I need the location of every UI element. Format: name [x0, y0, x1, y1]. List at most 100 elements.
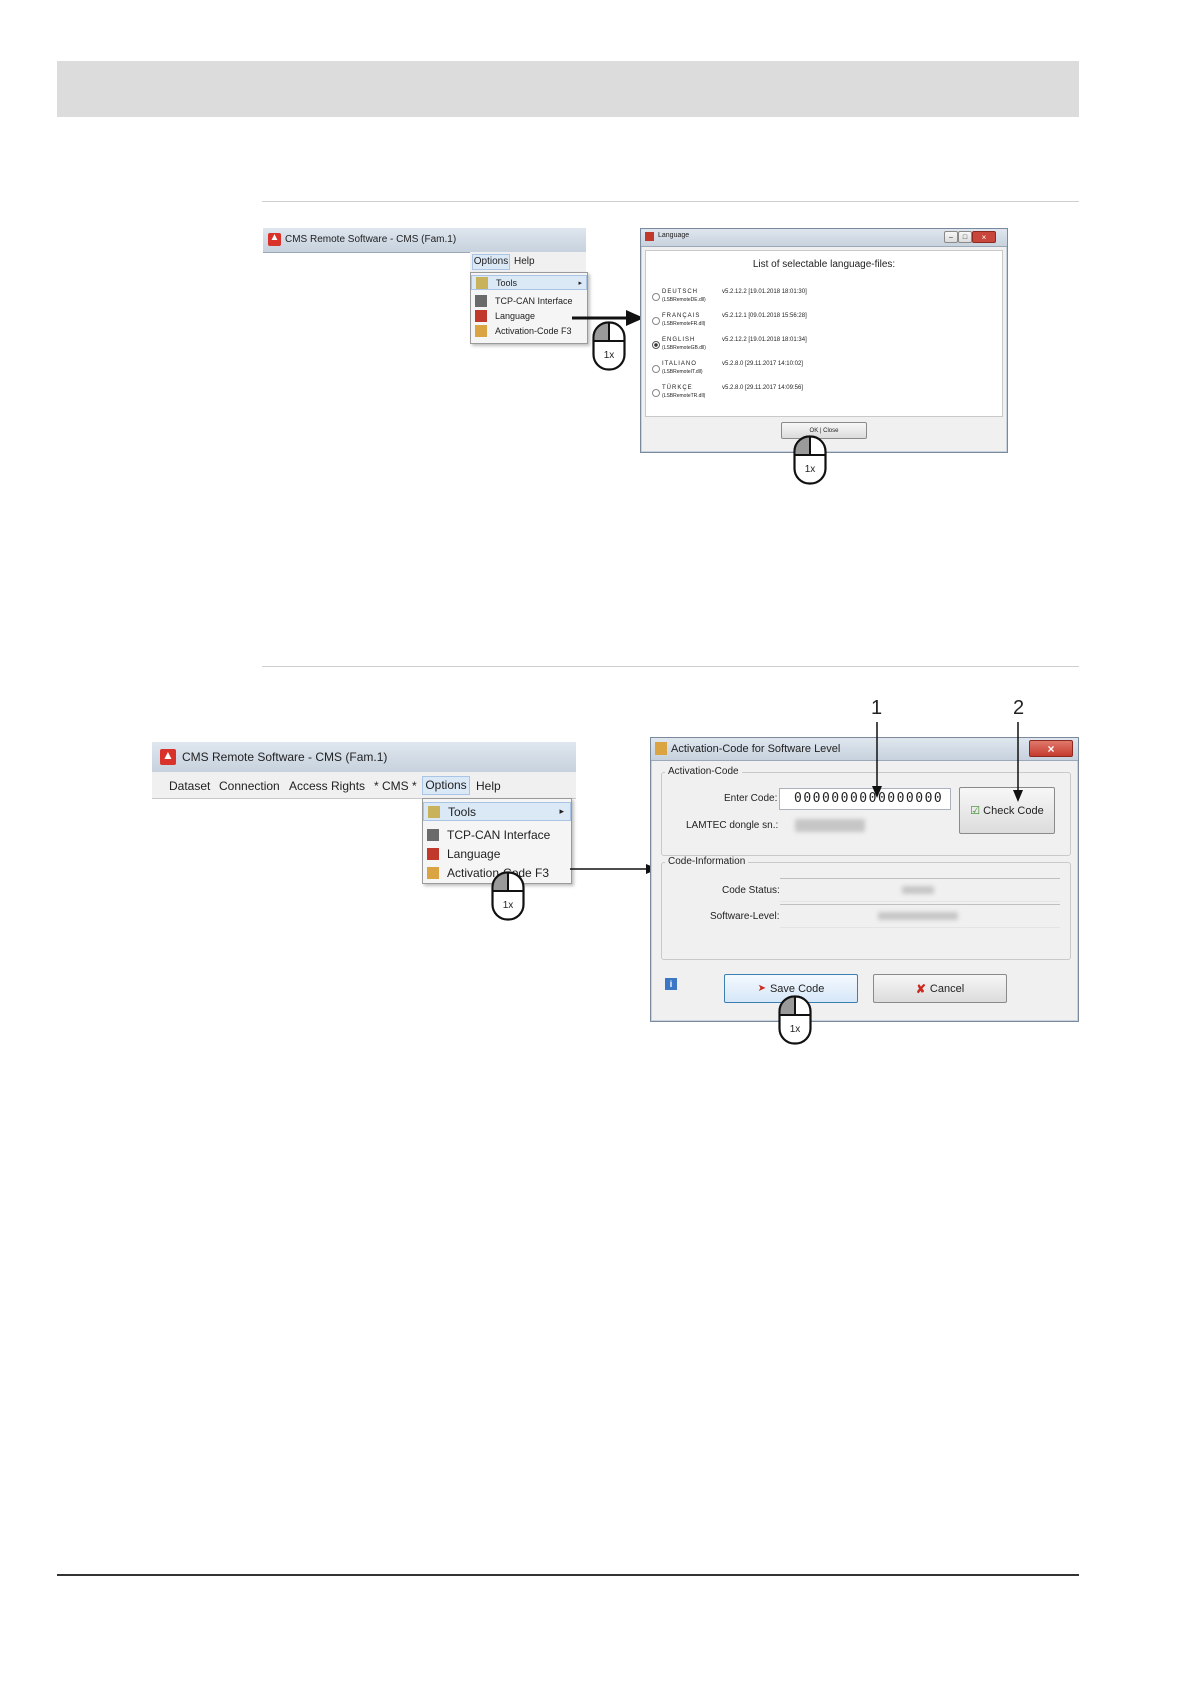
info-icon[interactable]: i — [665, 978, 677, 990]
menu-item-language[interactable]: Language — [423, 845, 571, 862]
network-icon — [475, 294, 487, 307]
activation-code-dialog: Activation-Code for Software Level × Act… — [650, 737, 1079, 1022]
software-level-label: Software-Level: — [710, 911, 780, 922]
menu-item-label: Activation-Code F3 — [495, 325, 572, 336]
figure1-app-window: ▲ CMS Remote Software - CMS (Fam.1) Opti… — [263, 228, 588, 344]
menu-item-language[interactable]: Language — [471, 309, 587, 322]
mouse-click-icon: 1x — [778, 995, 812, 1045]
language-option-english[interactable]: ENGLISH (LSBRemoteGB.dll) v5.2.12.2 [19.… — [652, 337, 992, 355]
section-divider-2 — [262, 666, 1079, 667]
radio-button[interactable] — [652, 317, 660, 325]
language-option-deutsch[interactable]: DEUTSCH (LSBRemoteDE.dll) v5.2.12.2 [19.… — [652, 289, 992, 307]
app-menubar: Dataset Connection Access Rights * CMS *… — [152, 772, 576, 799]
language-file: (LSBRemoteDE.dll) — [662, 297, 706, 303]
footer-rule — [57, 1574, 1079, 1576]
code-status-field — [780, 878, 1060, 902]
language-version: v5.2.8.0 [29.11.2017 14:10:02] — [722, 361, 803, 367]
radio-button[interactable] — [652, 293, 660, 301]
close-icon[interactable]: × — [972, 231, 996, 243]
ok-close-label: OK | Close — [809, 427, 839, 434]
menu-item-label: Activation-Code F3 — [447, 865, 550, 880]
ok-close-button[interactable]: OK | Close — [781, 422, 867, 439]
arrow-to-activation-dialog — [570, 864, 658, 874]
enter-code-input[interactable]: 0000000000000000 — [779, 788, 951, 810]
language-file: (LSBRemoteTR.dll) — [662, 393, 706, 399]
language-file: (LSBRemoteGB.dll) — [662, 345, 706, 351]
menu-dataset[interactable]: Dataset — [169, 779, 211, 793]
language-file: (LSBRemoteFR.dll) — [662, 321, 706, 327]
key-icon — [655, 742, 667, 755]
figure2-app-window: ▲ CMS Remote Software - CMS (Fam.1) Data… — [152, 742, 576, 884]
dialog-titlebar: Activation-Code for Software Level × — [651, 738, 1078, 761]
menu-item-label: Tools — [448, 804, 477, 819]
language-version: v5.2.12.2 [19.01.2018 18:01:34] — [722, 337, 807, 343]
menu-item-label: TCP-CAN Interface — [447, 827, 551, 842]
tools-icon — [476, 276, 488, 289]
language-version: v5.2.12.1 [09.01.2018 15:56:28] — [722, 313, 807, 319]
close-icon[interactable]: × — [1029, 740, 1073, 757]
menu-item-tcp-can[interactable]: TCP-CAN Interface — [423, 826, 571, 843]
click-count: 1x — [502, 900, 514, 911]
check-code-label: Check Code — [983, 804, 1044, 817]
mouse-click-icon: 1x — [491, 871, 525, 921]
maximize-button[interactable]: □ — [958, 231, 972, 243]
click-count: 1x — [804, 464, 816, 475]
language-list-heading: List of selectable language-files: — [752, 259, 896, 270]
language-flag-icon — [645, 232, 654, 241]
language-option-turkce[interactable]: TÜRKÇE (LSBRemoteTR.dll) v5.2.8.0 [29.11… — [652, 385, 992, 403]
radio-button[interactable] — [652, 365, 660, 373]
network-icon — [427, 828, 439, 841]
menu-item-activation-code[interactable]: Activation-Code F3 — [423, 864, 571, 881]
cancel-button[interactable]: ✘ Cancel — [873, 974, 1007, 1003]
mouse-click-icon: 1x — [793, 435, 827, 485]
app-menubar: Options Help — [470, 252, 586, 273]
click-count: 1x — [789, 1024, 801, 1035]
menu-options[interactable]: Options — [422, 776, 470, 795]
menu-item-label: TCP-CAN Interface — [495, 295, 573, 306]
callout-2-arrow — [1013, 722, 1023, 802]
menu-cms[interactable]: * CMS * — [374, 779, 417, 793]
app-titlebar: ▲ CMS Remote Software - CMS (Fam.1) — [263, 228, 586, 253]
code-status-value-blurred — [902, 886, 934, 894]
click-count: 1x — [603, 350, 615, 361]
menu-help[interactable]: Help — [476, 779, 501, 793]
dialog-title: Activation-Code for Software Level — [671, 743, 841, 755]
language-version: v5.2.12.2 [19.01.2018 18:01:30] — [722, 289, 807, 295]
language-option-italiano[interactable]: ITALIANO (LSBRemoteIT.dll) v5.2.8.0 [29.… — [652, 361, 992, 379]
app-title: CMS Remote Software - CMS (Fam.1) — [285, 234, 457, 245]
tools-icon — [428, 805, 440, 818]
menu-item-tcp-can[interactable]: TCP-CAN Interface — [471, 294, 587, 307]
enter-code-value: 0000000000000000 — [794, 791, 944, 806]
activation-code-group: Activation-Code Enter Code: 000000000000… — [661, 766, 1071, 856]
software-level-value-blurred — [878, 912, 958, 920]
language-name: FRANÇAIS — [662, 313, 701, 319]
menu-item-tools[interactable]: Tools ▸ — [423, 802, 571, 821]
minimize-button[interactable]: – — [944, 231, 958, 243]
dongle-serial-label: LAMTEC dongle sn.: — [686, 820, 779, 831]
callout-number-1: 1 — [871, 697, 883, 719]
language-option-francais[interactable]: FRANÇAIS (LSBRemoteFR.dll) v5.2.12.1 [09… — [652, 313, 992, 331]
language-version: v5.2.8.0 [29.11.2017 14:09:56] — [722, 385, 803, 391]
cancel-x-icon: ✘ — [915, 981, 926, 996]
callout-1-arrow — [872, 722, 882, 798]
language-name: TÜRKÇE — [662, 385, 693, 391]
language-name: ITALIANO — [662, 361, 697, 367]
mouse-click-icon: 1x — [592, 321, 626, 371]
menu-item-label: Language — [447, 846, 501, 861]
language-name: DEUTSCH — [662, 289, 699, 295]
menu-item-tools[interactable]: Tools ▸ — [471, 275, 587, 290]
radio-button[interactable] — [652, 389, 660, 397]
check-code-button[interactable]: ☑ Check Code — [959, 787, 1055, 834]
menu-options[interactable]: Options — [472, 254, 510, 270]
submenu-arrow-icon: ▸ — [559, 806, 564, 816]
group-label: Code-Information — [665, 856, 749, 867]
menu-help[interactable]: Help — [514, 256, 535, 267]
radio-button-selected[interactable] — [652, 341, 660, 349]
menu-item-label: Language — [495, 310, 536, 321]
menu-item-activation-code[interactable]: Activation-Code F3 — [471, 324, 587, 337]
save-arrow-icon: ➤ — [757, 983, 766, 994]
app-titlebar: ▲ CMS Remote Software - CMS (Fam.1) — [152, 742, 576, 773]
menu-connection[interactable]: Connection — [219, 779, 280, 793]
menu-access-rights[interactable]: Access Rights — [289, 779, 366, 793]
submenu-arrow-icon: ▸ — [578, 279, 582, 287]
